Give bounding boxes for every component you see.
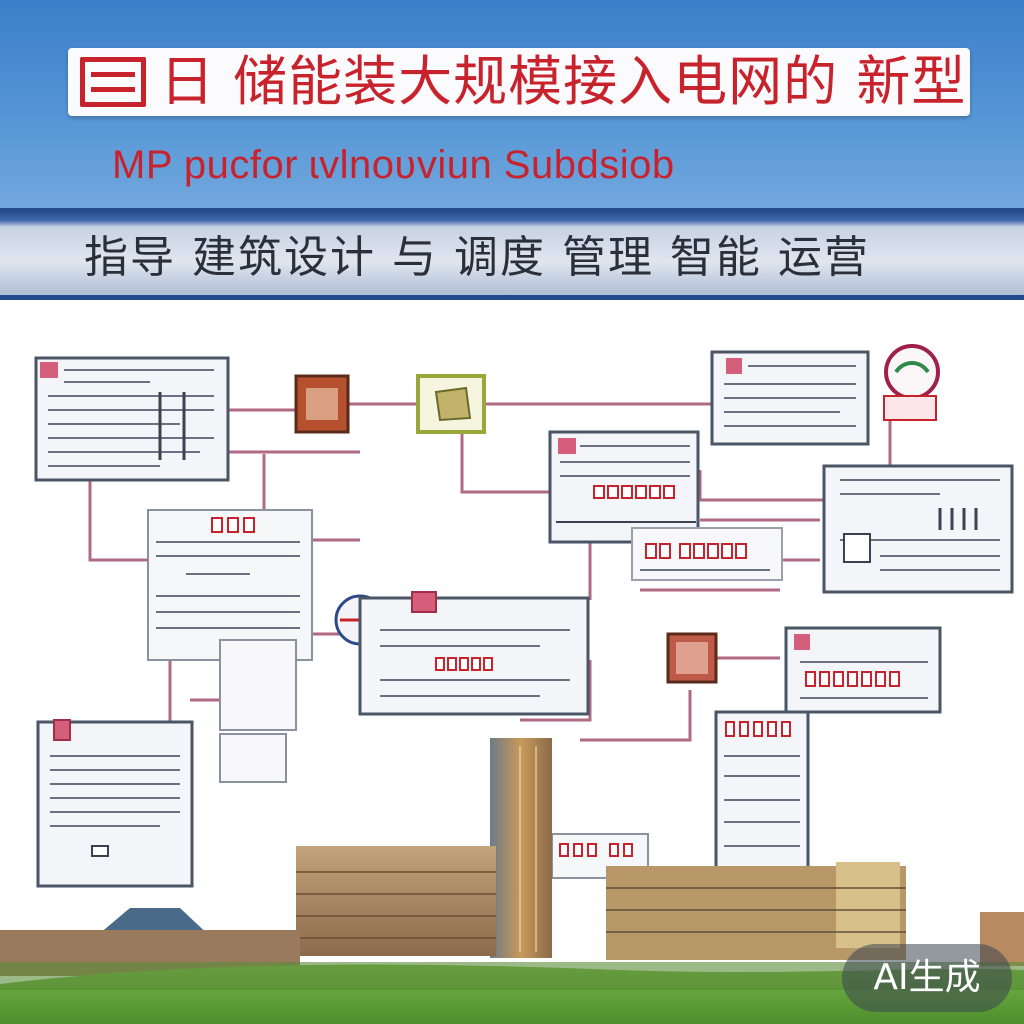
section-banner: 指导 建筑设计 与 调度 管理 智能 运营: [0, 208, 1024, 300]
page-subtitle: MP pucfor ɩvlnoʋviun Subdsiob: [112, 143, 675, 187]
title-banner: 日 储能装大规模接入电网的 新型电力系统: [68, 48, 970, 116]
page-title: 日 储能装大规模接入电网的 新型电力系统: [160, 50, 970, 113]
panel-bottom-right: [714, 710, 810, 874]
panel-top-right: [710, 350, 870, 446]
section-banner-text: 指导 建筑设计 与 调度 管理 智能 运营: [84, 232, 870, 283]
panel-center-large: [358, 591, 590, 716]
panel-center-top: [548, 430, 700, 544]
panel-right-middle: [784, 626, 942, 714]
panel-top-left: [34, 356, 230, 482]
panel-left-middle: [147, 509, 313, 783]
storage-unit-icon: [294, 374, 350, 434]
panel-center-middle: [631, 527, 783, 581]
city-skyline: [0, 738, 1024, 976]
logo-icon: [80, 57, 146, 107]
battery-storage-icon: [666, 632, 718, 684]
energy-source-icon: [416, 374, 486, 434]
ai-generated-badge: AI生成: [842, 944, 1012, 1012]
globe-icon: [883, 344, 940, 421]
panel-bottom-left: [36, 719, 194, 888]
panel-right: [822, 464, 1014, 594]
lawn: [0, 962, 1024, 1024]
